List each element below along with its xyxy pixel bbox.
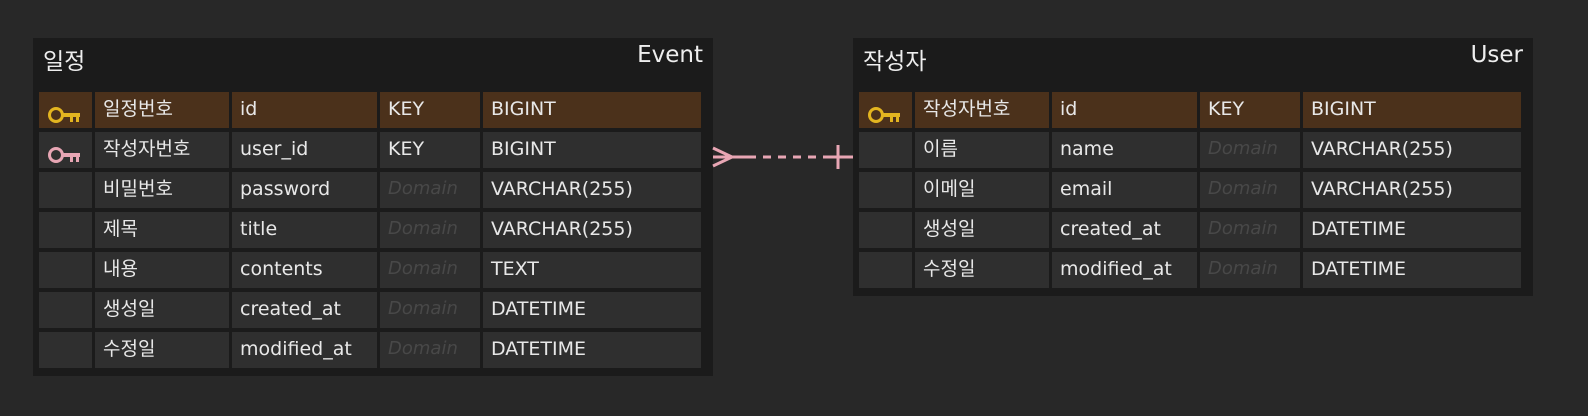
- column-logical-name: 작성자번호: [95, 132, 229, 168]
- column-physical-name: name: [1052, 132, 1197, 168]
- column-physical-name: created_at: [1052, 212, 1197, 248]
- column-domain: Domain: [380, 332, 480, 368]
- column-logical-name: 이메일: [915, 172, 1049, 208]
- column-domain: Domain: [1200, 212, 1300, 248]
- column-logical-name: 생성일: [95, 292, 229, 328]
- column-logical-name: 생성일: [915, 212, 1049, 248]
- column-data-type: VARCHAR(255): [1303, 172, 1521, 208]
- column-domain: Domain: [380, 172, 480, 208]
- column-logical-name: 일정번호: [95, 92, 229, 128]
- column-key-cell: [859, 132, 912, 168]
- column-logical-name: 수정일: [95, 332, 229, 368]
- column-key-cell: [39, 92, 92, 128]
- column-physical-name: email: [1052, 172, 1197, 208]
- column-key-cell: [859, 252, 912, 288]
- column-data-type: BIGINT: [1303, 92, 1521, 128]
- column-logical-name: 이름: [915, 132, 1049, 168]
- primary-key-icon: [48, 101, 82, 123]
- column-domain: KEY: [1200, 92, 1300, 128]
- foreign-key-icon: [48, 141, 82, 163]
- column-key-cell: [859, 212, 912, 248]
- column-data-type: DATETIME: [483, 292, 701, 328]
- column-physical-name: id: [1052, 92, 1197, 128]
- column-key-cell: [39, 332, 92, 368]
- column-logical-name: 작성자번호: [915, 92, 1049, 128]
- column-data-type: VARCHAR(255): [483, 212, 701, 248]
- column-domain: Domain: [380, 252, 480, 288]
- column-key-cell: [39, 212, 92, 248]
- column-domain: Domain: [1200, 132, 1300, 168]
- column-domain: KEY: [380, 132, 480, 168]
- column-physical-name: title: [232, 212, 377, 248]
- column-physical-name: contents: [232, 252, 377, 288]
- column-key-cell: [39, 172, 92, 208]
- entity-physical-name: User: [1470, 42, 1523, 68]
- column-domain: Domain: [1200, 252, 1300, 288]
- column-physical-name: user_id: [232, 132, 377, 168]
- column-data-type: DATETIME: [1303, 212, 1521, 248]
- column-data-type: TEXT: [483, 252, 701, 288]
- column-physical-name: created_at: [232, 292, 377, 328]
- relationship-one-end-icon: [826, 145, 853, 169]
- column-data-type: DATETIME: [483, 332, 701, 368]
- column-domain: KEY: [380, 92, 480, 128]
- column-physical-name: modified_at: [232, 332, 377, 368]
- column-key-cell: [39, 132, 92, 168]
- entity-header[interactable]: 일정 Event: [33, 38, 713, 86]
- column-logical-name: 비밀번호: [95, 172, 229, 208]
- column-logical-name: 제목: [95, 212, 229, 248]
- column-data-type: VARCHAR(255): [1303, 132, 1521, 168]
- column-key-cell: [859, 92, 912, 128]
- column-logical-name: 내용: [95, 252, 229, 288]
- column-data-type: BIGINT: [483, 92, 701, 128]
- entity-header[interactable]: 작성자 User: [853, 38, 1533, 86]
- column-domain: Domain: [1200, 172, 1300, 208]
- column-key-cell: [39, 252, 92, 288]
- column-physical-name: modified_at: [1052, 252, 1197, 288]
- column-domain: Domain: [380, 212, 480, 248]
- relationship-many-end-icon: [712, 146, 748, 168]
- column-physical-name: id: [232, 92, 377, 128]
- entity-logical-name: 일정: [43, 49, 86, 75]
- column-physical-name: password: [232, 172, 377, 208]
- primary-key-icon: [868, 101, 902, 123]
- column-domain: Domain: [380, 292, 480, 328]
- column-logical-name: 수정일: [915, 252, 1049, 288]
- column-key-cell: [859, 172, 912, 208]
- entity-physical-name: Event: [637, 42, 703, 68]
- entity-logical-name: 작성자: [863, 49, 927, 75]
- column-data-type: DATETIME: [1303, 252, 1521, 288]
- column-data-type: BIGINT: [483, 132, 701, 168]
- column-key-cell: [39, 292, 92, 328]
- column-data-type: VARCHAR(255): [483, 172, 701, 208]
